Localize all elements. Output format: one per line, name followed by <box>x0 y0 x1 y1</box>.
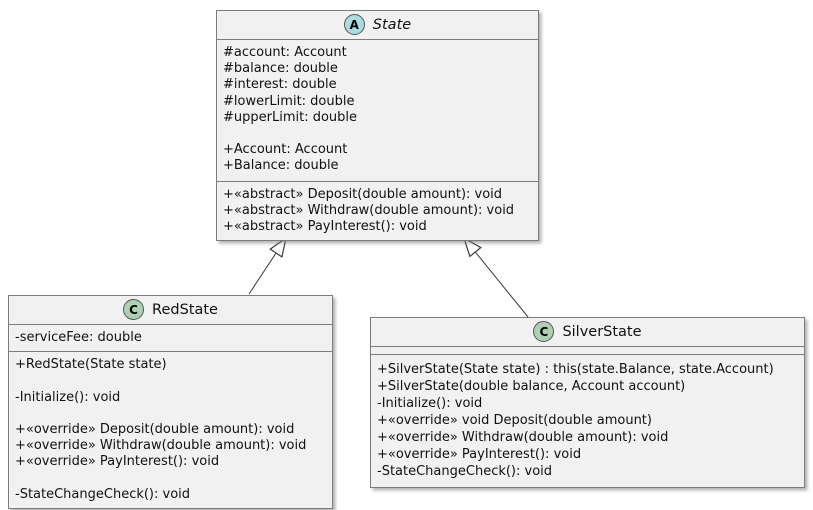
class-header-silverstate: C SilverState <box>371 318 804 347</box>
member-row: +SilverState(double balance, Account acc… <box>377 379 686 394</box>
class-name-state: State <box>372 16 412 33</box>
member-row: +«override» void Deposit(double amount) <box>377 413 652 428</box>
member-row <box>15 373 326 389</box>
member-row: +«override» Withdraw(double amount): voi… <box>377 430 669 445</box>
class-header-state: A State <box>217 11 538 40</box>
member-row: -Initialize(): void <box>15 389 121 405</box>
methods-compartment-silverstate: +SilverState(State state) : this(state.B… <box>371 355 804 487</box>
member-row <box>15 406 326 422</box>
member-row: #interest: double <box>223 77 337 93</box>
member-row: #balance: double <box>223 61 338 77</box>
member-row <box>15 471 326 487</box>
member-row: +Balance: double <box>223 158 339 174</box>
member-row: +«override» PayInterest(): void <box>15 454 220 470</box>
class-box-redstate: C RedState -serviceFee: double +RedState… <box>8 295 333 510</box>
member-row: +RedState(State state) <box>15 357 167 373</box>
member-row: +«override» Deposit(double amount): void <box>15 422 295 438</box>
class-spot-icon: C <box>123 299 145 320</box>
member-row: +«override» Withdraw(double amount): voi… <box>15 438 307 454</box>
member-row: -Initialize(): void <box>377 396 483 411</box>
inheritance-arrow-redstate-to-state <box>248 236 287 295</box>
class-name-redstate: RedState <box>152 301 218 318</box>
class-name-silverstate: SilverState <box>562 323 642 340</box>
member-row: #account: Account <box>223 45 347 60</box>
member-row: +«abstract» Withdraw(double amount): voi… <box>223 202 515 218</box>
attributes-compartment-silverstate <box>371 347 804 355</box>
class-box-silverstate: C SilverState +SilverState(State state) … <box>370 317 805 488</box>
attributes-compartment-redstate: -serviceFee: double <box>9 325 332 353</box>
member-row <box>223 126 532 142</box>
member-row: +«abstract» PayInterest(): void <box>223 219 427 235</box>
methods-compartment-redstate: +RedState(State state) -Initialize(): vo… <box>9 352 332 508</box>
member-row: -StateChangeCheck(): void <box>377 464 553 479</box>
member-row: -StateChangeCheck(): void <box>15 486 191 502</box>
member-row: #upperLimit: double <box>223 109 358 125</box>
class-box-state: A State #account: Account#balance: doubl… <box>216 10 539 242</box>
attributes-compartment-state: #account: Account#balance: double#intere… <box>217 40 538 182</box>
class-header-redstate: C RedState <box>9 296 332 325</box>
inheritance-arrow-silverstate-to-state <box>462 236 529 318</box>
class-spot-icon: C <box>533 321 555 342</box>
member-row: +«abstract» Deposit(double amount): void <box>223 186 503 202</box>
methods-compartment-state: +«abstract» Deposit(double amount): void… <box>217 182 538 241</box>
member-row: +SilverState(State state) : this(state.B… <box>377 362 774 377</box>
member-row: -serviceFee: double <box>15 330 142 345</box>
member-row: #lowerLimit: double <box>223 93 355 109</box>
member-row: +«override» PayInterest(): void <box>377 447 582 462</box>
member-row: +Account: Account <box>223 142 348 158</box>
abstract-spot-icon: A <box>343 14 365 35</box>
